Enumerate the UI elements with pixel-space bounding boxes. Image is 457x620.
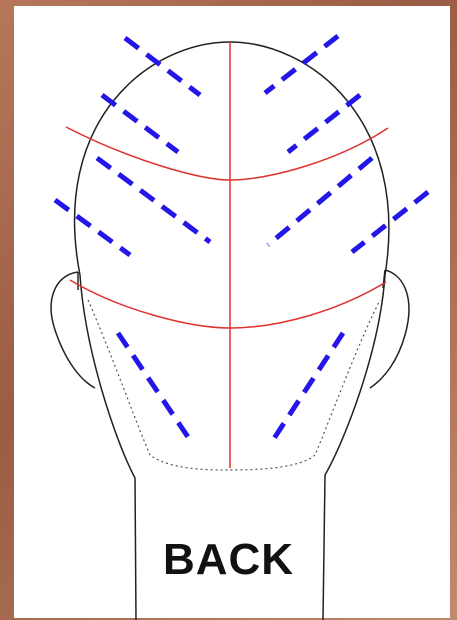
- crown-section-line: [66, 127, 388, 180]
- nape-hairline-dotted: [88, 300, 380, 470]
- cut-guide-right-4: [352, 192, 428, 252]
- cut-guide-right-5: [273, 333, 343, 440]
- cut-guide-left-2: [102, 95, 178, 152]
- occipital-section-line: [70, 280, 386, 328]
- cut-guide-right-2: [288, 95, 360, 152]
- cut-guide-right-1: [265, 36, 338, 93]
- head-outline: [75, 42, 389, 620]
- cut-guide-left-1: [125, 38, 200, 95]
- cut-guide-left-5: [118, 333, 190, 440]
- cut-guide-right-3: [268, 158, 372, 245]
- cut-guide-left-4: [55, 200, 130, 255]
- view-caption: BACK: [0, 535, 457, 585]
- cut-guide-left-3: [97, 158, 210, 242]
